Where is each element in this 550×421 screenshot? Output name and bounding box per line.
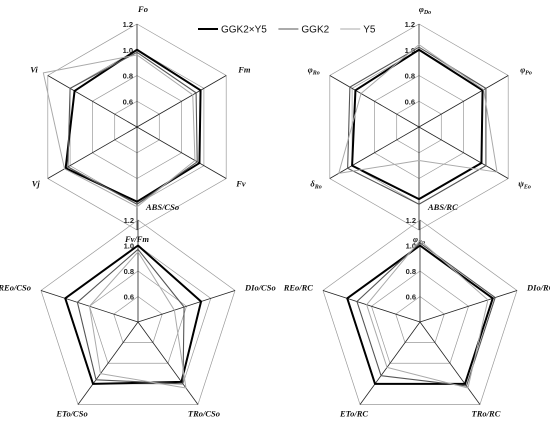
axis-label: ETo/CSo: [55, 409, 87, 419]
grid-ring: [371, 270, 469, 364]
series-polygon: [338, 44, 498, 174]
axis-spoke: [47, 75, 138, 128]
axis-label: φRo: [308, 65, 320, 77]
series-polygon: [67, 51, 198, 205]
axis-spoke: [137, 321, 199, 405]
axis-label: TRo/CSo: [188, 409, 220, 419]
axis-label: Fv/Fm: [124, 234, 149, 244]
axis-label: ABS/RC: [427, 202, 458, 212]
axis-label: DIo/RC: [526, 282, 550, 292]
axis-spoke: [322, 290, 421, 323]
radar-chart-4: 0.6 0.8 1.0 1.2 ABS/RC DIo/RC TRo/RC ETo/RC REo/…: [283, 202, 550, 419]
axis-label: Vi: [30, 65, 38, 75]
tick-label: 0.8: [123, 72, 133, 81]
legend-label: Y5: [363, 25, 376, 36]
series-polygon: [76, 248, 185, 385]
tick-label: 1.0: [124, 242, 134, 251]
axis-label: φPo: [520, 65, 532, 77]
axis-label: TRo/RC: [472, 409, 501, 419]
axis-spoke: [329, 75, 420, 128]
axis-spoke: [419, 321, 481, 405]
axis-label: Fm: [237, 65, 251, 75]
axis-spoke: [136, 75, 227, 128]
tick-label: 0.6: [406, 293, 416, 302]
axis-label: REo/RC: [283, 282, 314, 292]
axis-label: DIo/CSo: [244, 282, 276, 292]
legend-label: GGK2×Y5: [221, 25, 267, 36]
axis-spoke: [136, 126, 227, 179]
axis-label: REo/CSo: [0, 282, 31, 292]
axis-label: φDo: [419, 4, 431, 16]
legend: GGK2×Y5 GGK2 Y5: [198, 25, 376, 36]
tick-label: 0.8: [124, 267, 134, 276]
axis-spoke: [418, 126, 509, 179]
axis-spoke: [419, 290, 518, 323]
tick-label: 0.6: [124, 293, 134, 302]
grid-ring: [113, 296, 163, 343]
series-polygon: [366, 239, 489, 389]
grid-ring: [40, 219, 236, 405]
grid-ring: [395, 296, 445, 343]
axis-spoke: [77, 321, 139, 405]
legend-label: GGK2: [301, 25, 329, 36]
tick-label: 0.6: [123, 97, 133, 106]
axis-label: δRo: [310, 179, 321, 191]
axis-label: ABS/CSo: [145, 202, 179, 212]
series-polygon: [64, 244, 203, 385]
tick-label: 0.8: [406, 267, 416, 276]
series-polygon: [351, 48, 484, 201]
series-polygon: [88, 251, 187, 389]
axis-spoke: [329, 126, 420, 179]
series-polygon: [64, 48, 202, 203]
tick-label: 1.2: [406, 216, 416, 225]
tick-label: 0.6: [405, 97, 415, 106]
axis-label: Vj: [32, 179, 41, 189]
axis-label: Fo: [137, 4, 148, 14]
axis-label: Fv: [235, 179, 246, 189]
axis-spoke: [359, 321, 421, 405]
axis-label: ψEo: [518, 179, 531, 191]
axis-spoke: [137, 290, 236, 323]
tick-label: 1.2: [123, 20, 133, 29]
tick-label: 1.0: [405, 46, 415, 55]
tick-label: 1.0: [406, 242, 416, 251]
axis-label: ETo/RC: [339, 409, 368, 419]
axis-spoke: [418, 75, 509, 128]
tick-label: 0.8: [405, 72, 415, 81]
tick-label: 1.0: [123, 46, 133, 55]
series-polygon: [356, 242, 496, 387]
series-polygon: [346, 244, 494, 385]
series-polygon: [42, 54, 196, 208]
tick-label: 1.2: [405, 20, 415, 29]
axis-spoke: [47, 126, 138, 179]
grid-ring: [322, 219, 518, 405]
tick-label: 1.2: [124, 216, 134, 225]
series-polygon: [347, 46, 487, 205]
